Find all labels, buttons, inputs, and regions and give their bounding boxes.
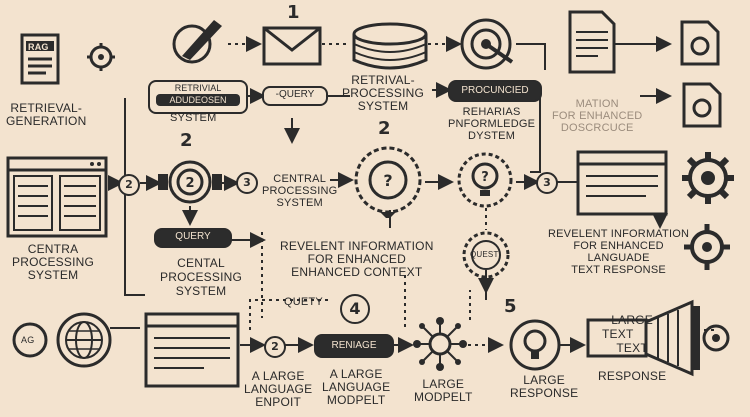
- query-pill-left: QUERY: [154, 228, 232, 248]
- quest-label: QUEST: [470, 250, 499, 259]
- monitor-window-icon: [6, 156, 108, 242]
- step-badge-2-left: 2: [118, 174, 140, 196]
- reniage-pill: RENIAGE: [314, 334, 394, 358]
- file-icon: [680, 20, 720, 70]
- reharias-label: REHARIAS PNFORMLEDGE DYSTEM: [448, 106, 536, 142]
- monitor-window-icon: [576, 150, 668, 220]
- envelope-icon: [262, 26, 322, 70]
- file-icon: [568, 10, 616, 78]
- step-number-2-center: 2: [378, 118, 391, 139]
- centra-processing-label: CENTRA PROCESSING SYSTEM: [12, 242, 95, 282]
- gear-icon: [680, 150, 736, 210]
- retrieval-processing-label: RETRIVAL- PROCESSING SYSTEM: [342, 73, 425, 113]
- speaker-funnel-icon: [584, 296, 734, 384]
- question-mark-icon: 2: [158, 156, 222, 212]
- large-response-label: LARGE RESPONSE: [510, 373, 579, 400]
- database-stack-icon: [350, 20, 430, 76]
- procunced-pill: PROCUNCIED: [448, 80, 542, 102]
- svg-text:2: 2: [185, 176, 194, 191]
- gear-icon: [86, 42, 116, 76]
- revelent-center-label: REVELENT INFORMATION FOR ENHANCED ENHANC…: [280, 239, 434, 279]
- step-badge-3-left: 3: [236, 172, 258, 194]
- question-mark-icon: [458, 230, 514, 284]
- revelent-right-label: REVELENT INFORMATION FOR ENHANCED LANGUA…: [548, 228, 690, 276]
- step-badge-2-bottom: 2: [264, 336, 286, 358]
- step-badge-3-right: 3: [536, 172, 558, 194]
- ag-label: AG: [21, 335, 35, 345]
- step-number-5: 5: [504, 296, 517, 317]
- svg-text:?: ?: [481, 170, 489, 185]
- pen-icon: [168, 12, 228, 70]
- large-modpelt-label: LARGE MODPELT: [414, 377, 473, 404]
- retrival-pill-line1: RETRIVIAL: [174, 83, 222, 93]
- monitor-window-icon: [144, 312, 240, 392]
- file-icon: [682, 82, 722, 132]
- retrival-pill: RETRIVIAL ADUDEOSEN: [148, 80, 248, 114]
- gear-icon: [682, 222, 732, 276]
- globe-icon: [8, 312, 116, 376]
- lightbulb-icon: ?: [452, 150, 518, 216]
- svg-text:?: ?: [383, 171, 392, 190]
- step-number-1: 1: [287, 2, 300, 23]
- retrival-pill-line2: ADUDEOSEN: [156, 94, 240, 106]
- rag-label: RAG: [28, 42, 49, 52]
- query-pill-top: -QUERY: [262, 86, 328, 106]
- quety-label: QUETY: [284, 296, 323, 308]
- document-icon: [20, 33, 60, 89]
- mation-enhanced-label: MATION FOR ENHANCED DOSCRCUCE: [552, 98, 643, 134]
- target-icon: [458, 16, 516, 76]
- step-number-4: 4: [340, 294, 370, 324]
- network-node-icon: [412, 316, 468, 376]
- text-box-label: TEXT: [602, 327, 634, 341]
- cental-processing-label: CENTAL PROCESSING SYSTEM: [160, 256, 243, 298]
- retrieval-generation-label: RETRIEVAL- GENERATION: [6, 101, 87, 128]
- question-mark-icon: ?: [350, 142, 426, 222]
- large-language-modpelt-label: A LARGE LANGUAGE MODPELT: [322, 367, 391, 407]
- step-number-4-text: 4: [349, 299, 361, 318]
- large-language-enpoit-label: A LARGE LANGUAGE ENPOIT: [244, 369, 313, 409]
- step-number-2-left: 2: [180, 130, 193, 151]
- lightbulb-icon: [508, 318, 562, 376]
- system-label: SYSTEM: [170, 112, 217, 124]
- large-text-response-label: LARGE TEXT RESPONSE: [598, 313, 667, 383]
- central-processing-label: CENTRAL PROCESSING SYSTEM: [262, 173, 338, 209]
